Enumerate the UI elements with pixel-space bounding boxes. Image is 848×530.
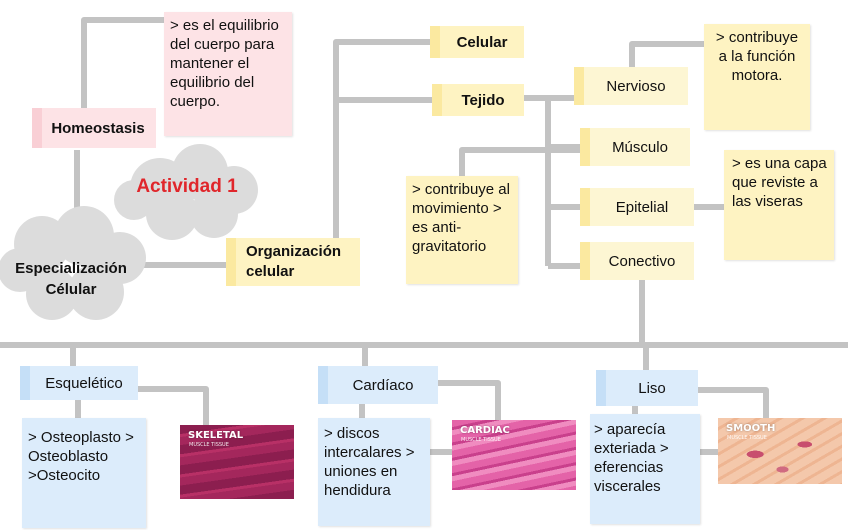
especializacion-cloud	[0, 206, 146, 320]
cardiaco-note[interactable]: > discos intercalares > uniones en hendi…	[318, 418, 430, 526]
musculo-node[interactable]: Músculo	[580, 128, 690, 166]
homeostasis-label: Homeostasis	[51, 119, 145, 137]
epitelial-label: Epitelial	[615, 198, 669, 216]
smooth-image-subtitle: MUSCLE TISSUE	[727, 435, 767, 441]
conectivo-label: Conectivo	[608, 252, 676, 270]
esqueletico-note[interactable]: > Osteoplasto > Osteoblasto >Osteocito	[22, 418, 146, 528]
cardiac-image-title: CARDIAC	[460, 425, 510, 436]
skeletal-tissue-image: SKELETAL MUSCLE TISSUE	[180, 425, 294, 499]
esqueletico-label: Esquelético	[45, 374, 123, 392]
tejido-label: Tejido	[461, 91, 505, 109]
nervioso-note-text: > contribuye a la función motora.	[715, 29, 799, 84]
actividad-title: Actividad 1	[136, 176, 238, 197]
cardiaco-note-text: > discos intercalares > uniones en hendi…	[324, 425, 415, 499]
tejido-node[interactable]: Tejido	[432, 84, 524, 116]
cardiaco-label: Cardíaco	[352, 376, 414, 394]
homeostasis-note-text: > es el equilibrio del cuerpo para mante…	[170, 17, 279, 110]
epitelial-note[interactable]: > es una capa que reviste a las viseras	[724, 150, 834, 260]
homeostasis-note[interactable]: > es el equilibrio del cuerpo para mante…	[164, 12, 292, 136]
musculo-note-text: > contribuye al movimiento > es anti-gra…	[412, 181, 510, 255]
liso-note[interactable]: > aparecía exteriada > eferencias viscer…	[590, 414, 700, 524]
smooth-image-title: SMOOTH	[726, 423, 776, 434]
especializacion-label: Especialización Célular	[15, 260, 127, 298]
musculo-label: Músculo	[612, 138, 668, 156]
skeletal-image-title: SKELETAL	[188, 430, 244, 441]
actividad-cloud	[114, 144, 258, 240]
nervioso-note[interactable]: > contribuye a la función motora.	[704, 24, 810, 130]
nervioso-label: Nervioso	[606, 77, 666, 95]
celular-label: Celular	[456, 33, 508, 51]
organizacion-node[interactable]: Organización celular	[226, 238, 360, 286]
smooth-tissue-image: SMOOTH MUSCLE TISSUE	[718, 418, 842, 484]
musculo-note[interactable]: > contribuye al movimiento > es anti-gra…	[406, 176, 518, 284]
liso-note-text: > aparecía exteriada > eferencias viscer…	[594, 421, 669, 495]
cardiac-tissue-image: CARDIAC MUSCLE TISSUE	[452, 420, 576, 490]
cardiaco-node[interactable]: Cardíaco	[318, 366, 438, 404]
conectivo-node[interactable]: Conectivo	[580, 242, 694, 280]
epitelial-note-text: > es una capa que reviste a las viseras	[732, 155, 827, 210]
liso-label: Liso	[638, 379, 666, 397]
organizacion-label: Organización celular	[246, 243, 342, 280]
skeletal-image-subtitle: MUSCLE TISSUE	[189, 442, 229, 448]
epitelial-node[interactable]: Epitelial	[580, 188, 694, 226]
cardiac-image-subtitle: MUSCLE TISSUE	[461, 437, 501, 443]
homeostasis-node[interactable]: Homeostasis	[32, 108, 156, 148]
celular-node[interactable]: Celular	[430, 26, 524, 58]
esqueletico-note-text: > Osteoplasto > Osteoblasto >Osteocito	[28, 429, 134, 484]
esqueletico-node[interactable]: Esquelético	[20, 366, 138, 400]
nervioso-node[interactable]: Nervioso	[574, 67, 688, 105]
liso-node[interactable]: Liso	[596, 370, 698, 406]
